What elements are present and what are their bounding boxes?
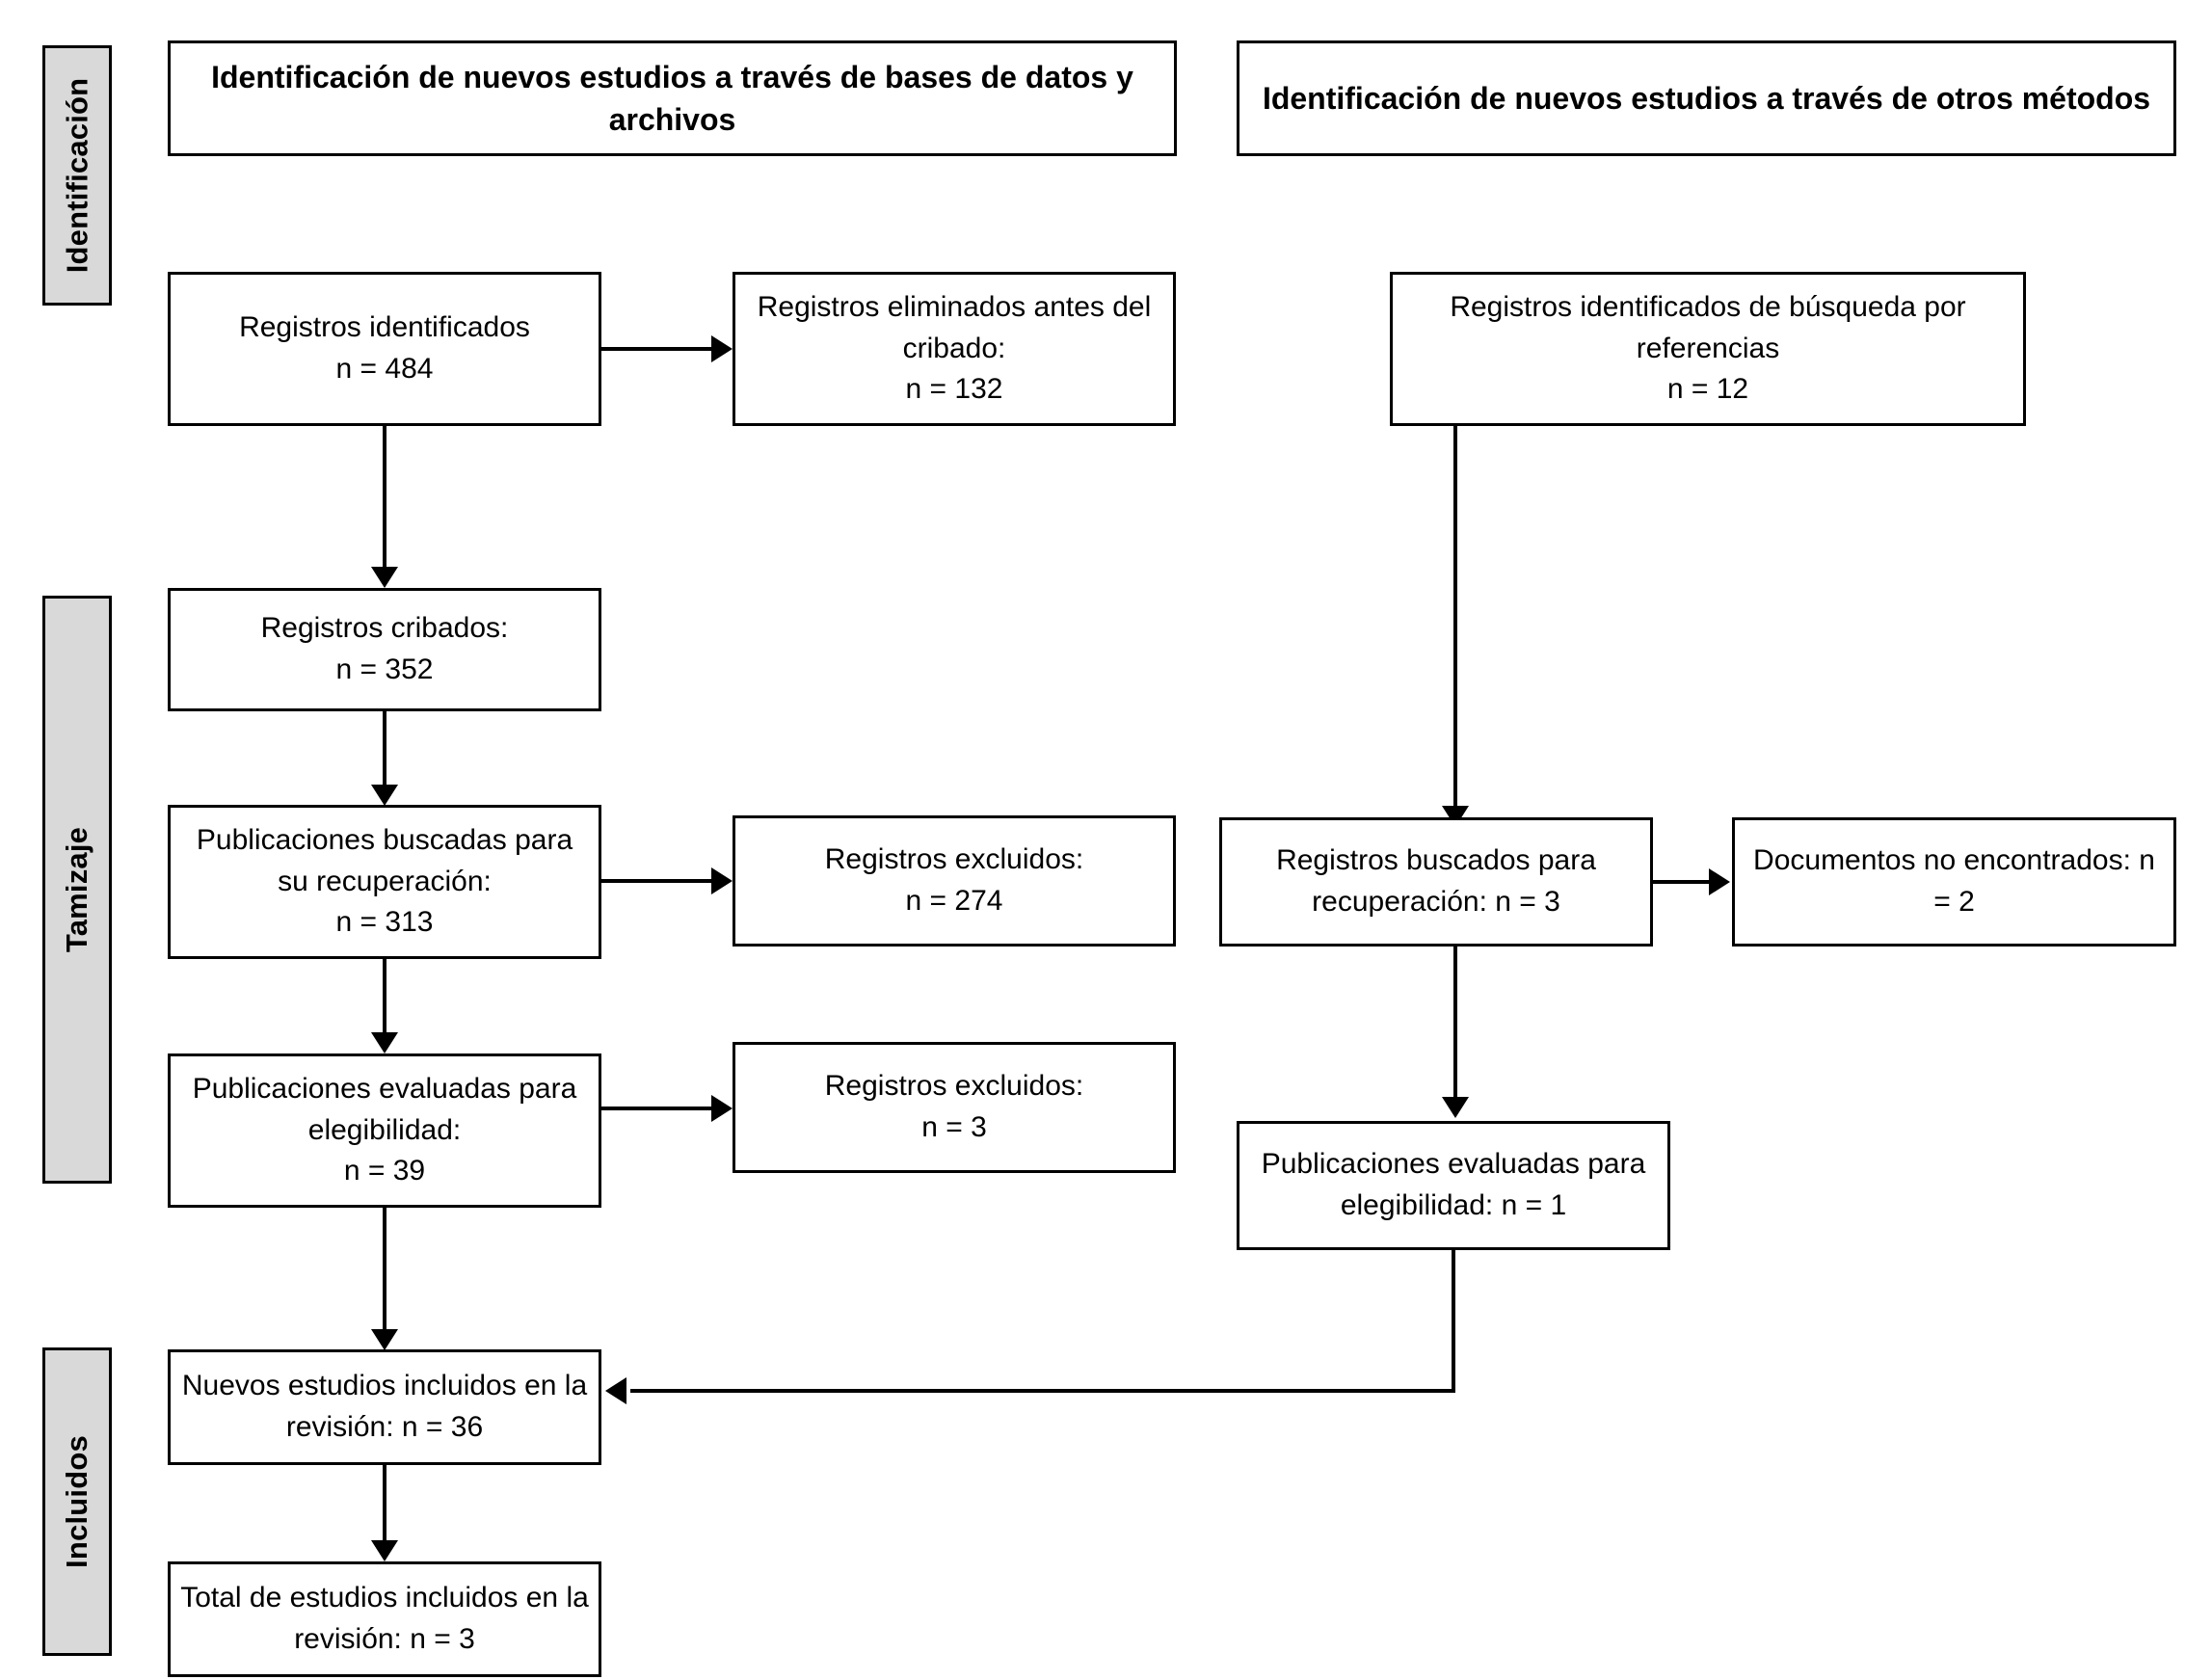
box-reports-assessed: Publicaciones evaluadas para elegibilida…: [168, 1053, 601, 1208]
box-label-records-identified-references: Registros identificados de búsqueda por …: [1450, 291, 1966, 406]
connector-assessed-to-included: [383, 1208, 386, 1333]
stage-label-identificacion: Identificación: [60, 77, 94, 274]
box-records-excluded-274: Registros excluidos:n = 274: [733, 815, 1176, 947]
box-label-records-screened: Registros cribados:n = 352: [260, 612, 509, 685]
arrowhead-sought-to-assessed: [371, 1032, 398, 1053]
connector-identified-to-removed: [601, 347, 715, 351]
connector-references-to-sought-other: [1453, 426, 1457, 810]
box-label-new-studies-included: Nuevos estudios incluidos en la revisión…: [181, 1370, 588, 1443]
box-reports-sought-other: Registros buscados para recuperación: n …: [1219, 817, 1653, 947]
box-label-reports-assessed-other: Publicaciones evaluadas para elegibilida…: [1261, 1148, 1646, 1221]
connector-sought-to-excluded274: [601, 879, 715, 883]
arrowhead-identified-to-removed: [711, 335, 733, 362]
box-label-reports-sought: Publicaciones buscadas para su recuperac…: [196, 824, 573, 939]
box-label-records-excluded-274: Registros excluidos:n = 274: [824, 843, 1084, 917]
header-label-databases: Identificación de nuevos estudios a trav…: [211, 59, 1133, 137]
box-records-identified-references: Registros identificados de búsqueda por …: [1390, 272, 2026, 426]
connector-sought-to-assessed: [383, 959, 386, 1036]
connector-assessed-to-excluded3: [601, 1107, 715, 1110]
box-records-screened: Registros cribados:n = 352: [168, 588, 601, 711]
header-box-other-methods: Identificación de nuevos estudios a trav…: [1237, 40, 2176, 156]
connector-soughtother-to-notretrieved: [1653, 880, 1713, 884]
arrowhead-assessed-to-excluded3: [711, 1095, 733, 1122]
box-total-studies-included: Total de estudios incluidos en la revisi…: [168, 1561, 601, 1677]
arrowhead-assessed-to-included: [371, 1329, 398, 1350]
arrowhead-identified-to-screened: [371, 567, 398, 588]
stage-identificacion: Identificación: [42, 45, 112, 306]
box-records-excluded-3: Registros excluidos:n = 3: [733, 1042, 1176, 1173]
box-label-reports-assessed: Publicaciones evaluadas para elegibilida…: [192, 1073, 577, 1187]
box-label-records-excluded-3: Registros excluidos:n = 3: [824, 1070, 1084, 1143]
stage-tamizaje: Tamizaje: [42, 596, 112, 1184]
box-label-records-removed: Registros eliminados antes del cribado:n…: [757, 291, 1152, 406]
connector-identified-to-screened: [383, 426, 386, 571]
box-new-studies-included: Nuevos estudios incluidos en la revisión…: [168, 1349, 601, 1465]
arrowhead-sought-to-excluded274: [711, 867, 733, 894]
arrowhead-newstudies-to-total: [371, 1540, 398, 1561]
connector-screened-to-sought: [383, 711, 386, 788]
box-reports-assessed-other: Publicaciones evaluadas para elegibilida…: [1237, 1121, 1670, 1250]
arrowhead-soughtother-to-notretrieved: [1709, 868, 1730, 895]
box-label-total-studies-included: Total de estudios incluidos en la revisi…: [180, 1582, 589, 1655]
arrowhead-assessedother-to-included: [605, 1377, 626, 1404]
box-label-reports-sought-other: Registros buscados para recuperación: n …: [1276, 844, 1596, 918]
connector-assessedother-elbow-horizontal: [630, 1389, 1453, 1393]
box-records-removed: Registros eliminados antes del cribado:n…: [733, 272, 1176, 426]
connector-newstudies-to-total: [383, 1465, 386, 1544]
box-label-reports-not-retrieved: Documentos no encontrados: n = 2: [1753, 844, 2155, 918]
arrowhead-screened-to-sought: [371, 785, 398, 806]
header-box-databases: Identificación de nuevos estudios a trav…: [168, 40, 1177, 156]
box-reports-not-retrieved: Documentos no encontrados: n = 2: [1732, 817, 2176, 947]
stage-label-tamizaje: Tamizaje: [60, 826, 93, 953]
arrowhead-soughtother-to-assessedother: [1442, 1097, 1469, 1118]
header-label-other-methods: Identificación de nuevos estudios a trav…: [1262, 80, 2151, 116]
connector-assessedother-elbow-vertical: [1452, 1250, 1455, 1393]
stage-label-incluidos: Incluidos: [60, 1435, 93, 1568]
box-reports-sought: Publicaciones buscadas para su recuperac…: [168, 805, 601, 959]
stage-incluidos: Incluidos: [42, 1347, 112, 1656]
connector-soughtother-to-assessedother: [1453, 947, 1457, 1101]
